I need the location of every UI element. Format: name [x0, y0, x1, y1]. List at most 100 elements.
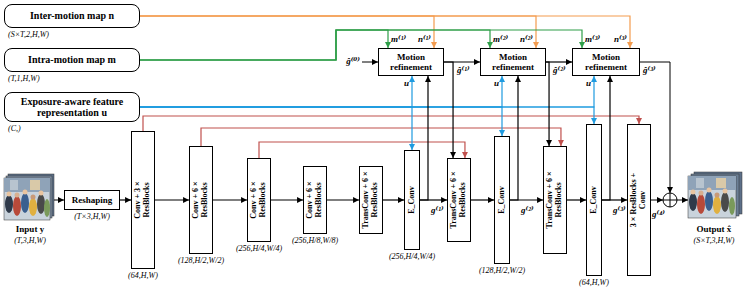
vertical-label: E_Conv — [590, 170, 599, 230]
person — [705, 191, 713, 211]
connector — [444, 62, 453, 158]
dimension-label: (64,H,W) — [128, 271, 158, 280]
vertical-label: Conv + 6 × ResBlocks — [306, 170, 324, 230]
feature-symbol: g⁽⁴⁾ — [652, 209, 665, 219]
dimension-label: (128,H/2,W/2) — [479, 266, 525, 275]
refinement-box: Motion refinement — [572, 48, 640, 76]
vertical-label: Conv + 6 × ResBlocks — [250, 170, 268, 230]
person — [697, 194, 705, 214]
person — [713, 196, 721, 214]
motion-symbol: m⁽²⁾ — [493, 34, 508, 44]
connector — [140, 76, 502, 107]
vertical-label: Conv + 3 × ResBlocks — [134, 170, 152, 230]
motion-symbol: n⁽³⁾ — [614, 34, 627, 44]
connector — [140, 107, 594, 124]
connector — [140, 30, 388, 60]
person — [21, 193, 29, 213]
dimension-label: (T×3,H,W) — [74, 212, 110, 221]
head — [699, 191, 704, 196]
vertical-label: E_Conv — [408, 170, 417, 230]
output-wire — [677, 200, 688, 201]
connector — [140, 16, 630, 48]
connector — [140, 107, 502, 136]
connector — [383, 199, 404, 200]
person — [721, 192, 729, 212]
connector — [271, 199, 303, 200]
dimension-label: (C,) — [8, 124, 21, 133]
sum-symbol — [663, 193, 677, 207]
decoder-block: 3 × ResBlocks + Conv — [627, 124, 651, 276]
input-frames — [4, 174, 54, 220]
building — [4, 178, 50, 192]
connector — [259, 142, 465, 158]
box-label: Motion refinement — [383, 52, 439, 72]
dimension-label: (S×T,2,H,W) — [8, 30, 49, 39]
motion-symbol: m⁽¹⁾ — [391, 34, 406, 44]
head — [39, 191, 44, 196]
person — [689, 193, 697, 211]
window — [696, 178, 704, 188]
box-label: Motion refinement — [577, 52, 635, 72]
motion-symbol: m⁽³⁾ — [585, 34, 600, 44]
connector — [143, 116, 639, 131]
sum-circle — [663, 193, 677, 207]
connector — [155, 199, 189, 200]
dimension-label: (S×T,3,H,W) — [693, 236, 734, 245]
person — [5, 195, 13, 213]
output-frames — [688, 172, 742, 218]
connector — [140, 16, 536, 48]
connector — [327, 199, 359, 200]
connector — [140, 107, 412, 150]
connector — [546, 62, 549, 146]
feature-symbol: g⁽²⁾ — [521, 205, 534, 215]
input-box: Inter-motion map n — [4, 4, 140, 28]
vertical-label: E_Conv — [498, 170, 507, 230]
residual-wire — [650, 200, 663, 201]
econv-block: E_Conv — [404, 150, 420, 250]
box-label: Exposure-aware feature representation u — [9, 96, 135, 118]
dimension-label: (256,H/8,W/8) — [292, 236, 338, 245]
encoder-block: Conv + 6 × ResBlocks — [247, 158, 271, 242]
dimension-label: (64,H,W) — [579, 278, 609, 287]
sum-plus — [663, 193, 677, 207]
person — [44, 199, 50, 217]
head — [7, 192, 12, 197]
window — [716, 178, 726, 188]
head — [723, 189, 728, 194]
connector — [140, 76, 412, 107]
decoder-block: TransConv + 6 × ResBlocks — [447, 158, 471, 242]
vertical-label: TransConv + 6 × ResBlocks — [450, 170, 468, 230]
connector — [213, 199, 247, 200]
building — [688, 176, 736, 190]
encoder-block: Conv + 6 × ResBlocks — [189, 146, 213, 254]
motion-symbol: ĝ⁽¹⁾ — [457, 65, 470, 75]
window — [30, 180, 40, 190]
econv-block: E_Conv — [586, 124, 602, 276]
head — [715, 193, 720, 198]
dimension-label: (256,H/4,W/4) — [389, 252, 435, 261]
connector — [510, 76, 518, 200]
decoder-block: TransConv + 6 × ResBlocks — [543, 146, 567, 254]
person — [37, 194, 45, 214]
vertical-label: TransConv + 6 × ResBlocks — [546, 170, 564, 230]
input-box: Intra-motion map m — [4, 48, 140, 72]
box-label: Inter-motion map n — [9, 10, 135, 21]
frame — [688, 176, 736, 218]
refinement-box: Motion refinement — [378, 48, 444, 76]
vertical-label: TransConv + 6 × ResBlocks — [362, 170, 380, 230]
decoder-block: TransConv + 6 × ResBlocks — [359, 166, 383, 234]
person — [29, 198, 37, 216]
feature-symbol: u — [404, 78, 409, 88]
motion-symbol: ĝ⁽²⁾ — [553, 65, 566, 75]
init-motion-wire — [362, 62, 378, 63]
person — [13, 196, 21, 216]
dimension-label: (T,1,H,W) — [8, 74, 40, 83]
vertical-label: Conv + 6 × ResBlocks — [192, 170, 210, 230]
motion-symbol: ĝ⁽³⁾ — [643, 65, 656, 75]
head — [23, 190, 28, 195]
feature-symbol: u — [586, 78, 591, 88]
connector — [602, 76, 610, 200]
motion-symbol: ĝ⁽⁰⁾ — [346, 56, 360, 66]
frame — [4, 178, 50, 220]
